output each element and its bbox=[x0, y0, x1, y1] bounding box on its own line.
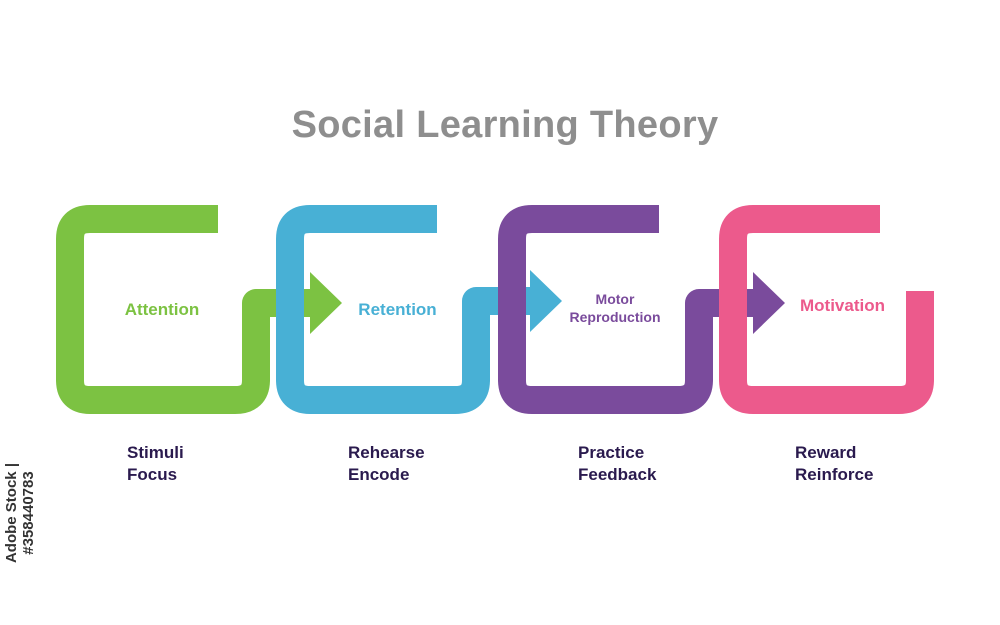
stage-label-attention: Attention bbox=[124, 300, 200, 319]
retention-loop bbox=[276, 205, 540, 414]
reproduction-loop bbox=[498, 205, 763, 414]
stage-label-reproduction: Motor Reproduction bbox=[555, 290, 675, 326]
stage-label-reproduction-line1: Motor bbox=[595, 291, 635, 307]
reproduction-arrow-head bbox=[753, 272, 785, 334]
attention-arrow-head bbox=[310, 272, 342, 334]
stage-desc-retention-line2: Encode bbox=[348, 465, 410, 484]
stock-watermark: Adobe Stock | #358440783 bbox=[3, 462, 37, 564]
stage-desc-reproduction-line2: Feedback bbox=[578, 465, 657, 484]
motivation-loop bbox=[719, 205, 934, 414]
retention-arrow-head bbox=[530, 270, 562, 332]
page-title: Social Learning Theory bbox=[291, 104, 719, 146]
stage-desc-reproduction: Practice Feedback bbox=[578, 442, 656, 486]
stage-desc-motivation: Reward Reinforce bbox=[795, 442, 873, 486]
stage-label-motivation: Motivation bbox=[800, 296, 885, 315]
stage-desc-motivation-line1: Reward bbox=[795, 443, 857, 462]
stage-desc-motivation-line2: Reinforce bbox=[795, 465, 874, 484]
stage-desc-retention: Rehearse Encode bbox=[348, 442, 425, 486]
stage-label-retention: Retention bbox=[358, 300, 437, 319]
stage-desc-attention-line1: Stimuli bbox=[127, 443, 184, 462]
stage-desc-reproduction-line1: Practice bbox=[578, 443, 645, 462]
attention-loop bbox=[56, 205, 320, 414]
stage-desc-attention-line2: Focus bbox=[127, 465, 178, 484]
stage-desc-attention: Stimuli Focus bbox=[127, 442, 184, 486]
stage-label-reproduction-line2: Reproduction bbox=[569, 309, 661, 325]
stage-desc-retention-line1: Rehearse bbox=[348, 443, 425, 462]
